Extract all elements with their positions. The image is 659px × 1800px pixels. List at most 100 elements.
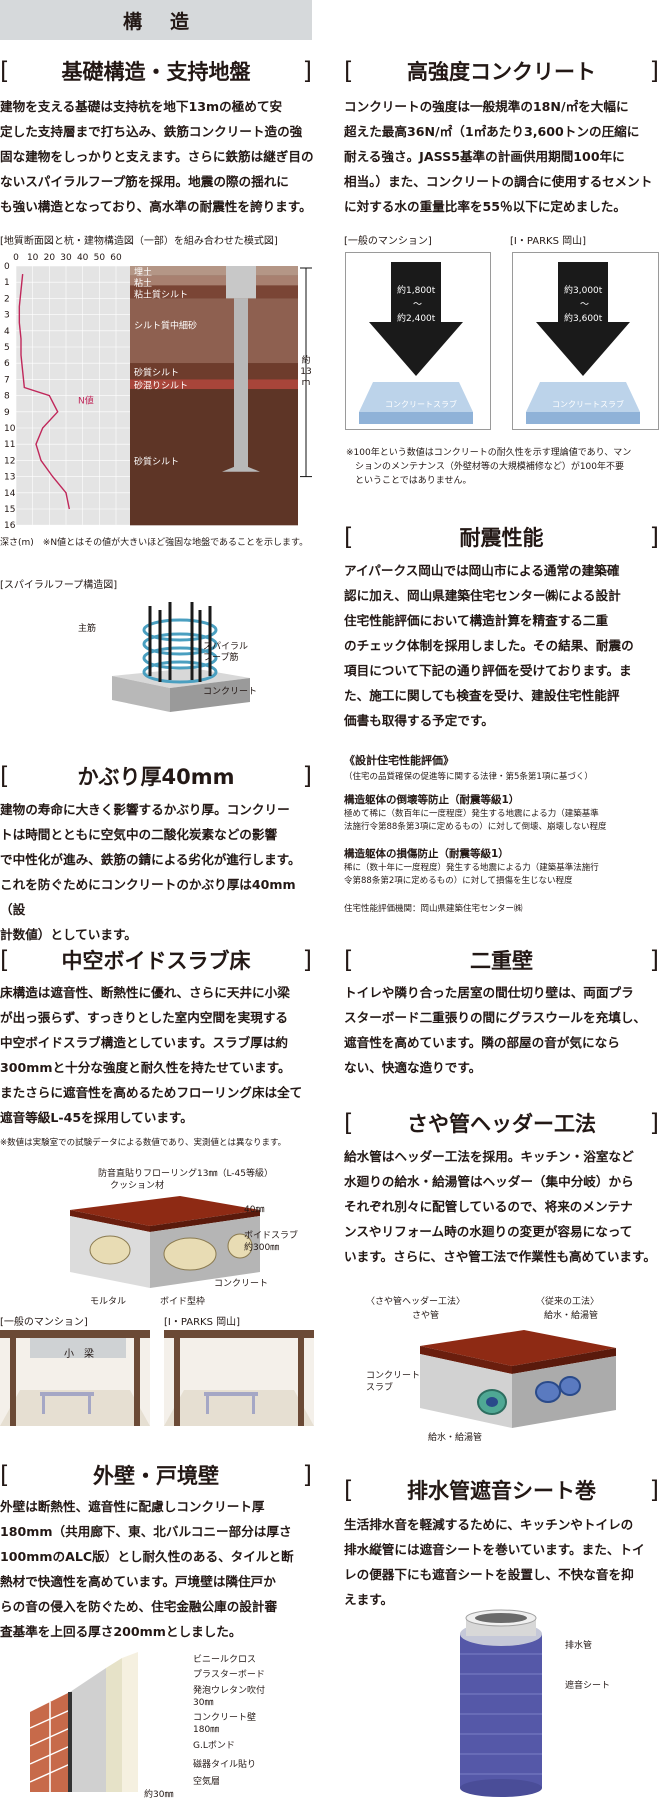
seismic-item2-title: 構造躯体の損傷防止（耐震等級1） xyxy=(344,848,509,860)
seismic-item1-title: 構造躯体の倒壊等防止（耐震等級1） xyxy=(344,794,520,806)
iparks-top: 約3,000t xyxy=(564,286,603,296)
wall-label-1: プラスターボード xyxy=(193,1670,265,1680)
seismic-title: [耐震性能] xyxy=(344,523,659,551)
void-slab-title: [中空ボイドスラブ床] xyxy=(0,946,312,974)
drain-label-pipe: 排水管 xyxy=(565,1641,593,1651)
depth-tick-5: 5 xyxy=(4,343,10,353)
iparks-mid: 〜 xyxy=(580,300,590,310)
x-tick-1: 10 xyxy=(27,253,39,263)
soil-layer-0 xyxy=(130,266,298,276)
wall-label-8: 空気層 xyxy=(193,1777,221,1787)
depth-tick-10: 10 xyxy=(4,424,16,434)
drain-pipe-illustration xyxy=(460,1609,542,1797)
pipe-label-saya: さや管 xyxy=(412,1311,440,1321)
cover-title: [かぶり厚40mm] xyxy=(0,762,312,790)
concrete-iparks-label: [I・PARKS 岡山] xyxy=(510,236,587,247)
iparks-area: 1㎡ xyxy=(577,374,592,384)
soil-layer-4 xyxy=(130,363,298,380)
spiral-label-main: 主筋 xyxy=(78,624,97,634)
iparks-slab: コンクリートスラブ xyxy=(552,400,624,409)
depth-tick-3: 3 xyxy=(4,311,10,321)
wall-label-2: 発泡ウレタン吹付 xyxy=(193,1686,266,1696)
depth-tick-8: 8 xyxy=(4,392,10,402)
seismic-agency: 住宅性能評価機関：岡山県建築住宅センター㈱ xyxy=(344,904,523,914)
pile-length-label-2: m xyxy=(302,378,311,388)
depth-tick-11: 11 xyxy=(4,440,15,450)
wall-label-3: 30㎜ xyxy=(193,1698,214,1708)
seismic-eval-title: 《設計住宅性能評価》 xyxy=(344,754,454,767)
concrete-general-label: [一般のマンション] xyxy=(344,236,432,247)
header-pipe-text: 給水管はヘッダー工法を採用。キッチン・浴室など 水廻りの給水・給湯管はヘッダー（… xyxy=(344,1149,656,1264)
pipe-label-method: 〈さや管ヘッダー工法〉 xyxy=(366,1297,466,1307)
concrete-iparks-panel xyxy=(512,252,659,430)
general-area: 1㎡ xyxy=(410,374,425,384)
room-general-illustration xyxy=(0,1330,150,1426)
void-label-void2: 約300㎜ xyxy=(244,1243,280,1253)
double-wall-text: トイレや隣り合った居室の間仕切り壁は、両面プラ スターボード二重張りの間にグラス… xyxy=(344,985,646,1075)
n-value-label: N値 xyxy=(78,395,94,407)
void-slab-text: 床構造は遮音性、断熱性に優れ、さらに天井に小梁 が出っ張らず、すっきりとした室内… xyxy=(0,985,303,1125)
spiral-label-spiral1: スパイラル xyxy=(203,642,249,652)
depth-tick-2: 2 xyxy=(4,294,10,304)
foundation-text: 建物を支える基礎は支持杭を地下13mの極めて安 定した支持層まで打ち込み、鉄筋コ… xyxy=(0,99,314,214)
pile-shaft xyxy=(222,298,260,472)
wall-label-7: 磁器タイル貼り xyxy=(193,1760,257,1770)
void-label-form: ボイド型枠 xyxy=(160,1297,206,1307)
x-tick-4: 40 xyxy=(77,253,89,263)
seismic-item2-text: 稀に（数十年に一度程度）発生する地震による力（建築基準法施行 令第88条第2項に… xyxy=(344,863,599,886)
x-tick-3: 30 xyxy=(60,253,72,263)
void-label-concrete: コンクリート xyxy=(214,1279,269,1289)
void-label-mortar: モルタル xyxy=(90,1297,127,1307)
depth-tick-4: 4 xyxy=(4,327,10,337)
pile-cap xyxy=(226,266,256,299)
depth-tick-13: 13 xyxy=(4,473,15,483)
section-tab: 構造 xyxy=(0,0,312,40)
compare-general-label: [一般のマンション] xyxy=(0,1317,88,1328)
concrete-title: [高強度コンクリート] xyxy=(344,57,659,85)
wall-label-9: 約30㎜ xyxy=(144,1790,174,1800)
x-tick-5: 50 xyxy=(94,253,106,263)
seismic-eval-sub: （住宅の品質確保の促進等に関する法律・第5条第1項に基づく） xyxy=(344,772,593,782)
spiral-label-concrete: コンクリート xyxy=(203,687,258,697)
void-label-cushion: クッション材 xyxy=(110,1181,165,1191)
soil-layer-3 xyxy=(130,298,298,364)
drain-title: [排水管遮音シート巻] xyxy=(344,1476,659,1504)
concrete-text: コンクリートの強度は一般規準の18N/㎡を大幅に 超えた最高36N/㎡（1㎡あた… xyxy=(344,99,653,214)
foundation-title: [基礎構造・支持地盤] xyxy=(0,57,312,85)
drain-text: 生活排水音を軽減するために、キッチンやトイレの 排水縦管には遮音シートを巻いてい… xyxy=(344,1517,645,1607)
layer-label-6: 砂質シルト xyxy=(134,455,179,467)
wall-label-6: G.Lボンド xyxy=(193,1741,235,1751)
layer-label-0: 埋土 xyxy=(134,266,152,278)
pipe-label-supply-top: 給水・給湯管 xyxy=(544,1311,599,1321)
wall-label-0: ビニールクロス xyxy=(193,1655,257,1665)
room-iparks-illustration xyxy=(164,1330,314,1426)
seismic-text: アイパークス岡山では岡山市による通常の建築確 認に加え、岡山県建築住宅センター㈱… xyxy=(344,563,634,728)
general-bottom: 約2,400t xyxy=(397,314,436,324)
layer-label-5: 砂混りシルト xyxy=(134,379,188,391)
layer-label-1: 粘土 xyxy=(134,277,152,289)
spiral-caption: [スパイラルフープ構造図] xyxy=(0,580,118,591)
header-pipe-title: [さや管ヘッダー工法] xyxy=(344,1109,659,1137)
layer-label-2: 粘土質シルト xyxy=(134,289,188,301)
x-tick-2: 20 xyxy=(44,253,56,263)
pipe-label-old: 〈従来の工法〉 xyxy=(536,1297,600,1307)
header-pipe-illustration xyxy=(420,1330,616,1428)
general-mid: 〜 xyxy=(413,300,423,310)
beam-label: 小 梁 xyxy=(64,1349,94,1360)
void-slab-illustration xyxy=(70,1196,260,1288)
spiral-label-spiral2: フープ筋 xyxy=(203,653,239,663)
depth-tick-14: 14 xyxy=(4,489,16,499)
wall-label-4: コンクリート壁 xyxy=(193,1713,257,1723)
void-label-40: 40㎜ xyxy=(244,1205,265,1215)
depth-tick-9: 9 xyxy=(4,408,10,418)
cover-text: 建物の寿命に大きく影響するかぶり厚。コンクリー トは時間とともに空気中の二酸化炭… xyxy=(0,802,301,942)
pile-length-label-0: 約 xyxy=(301,354,310,366)
exterior-wall-illustration xyxy=(29,1652,138,1792)
general-slab: コンクリートスラブ xyxy=(385,400,457,409)
iparks-bottom: 約3,600t xyxy=(564,314,603,324)
concrete-general-panel xyxy=(345,252,491,430)
depth-tick-1: 1 xyxy=(4,278,10,288)
geology-footnote: 深さ(m) ※N値とはその値が大きいほど強固な地盤であることを示します。 xyxy=(0,538,309,548)
pipe-label-concrete1: コンクリート xyxy=(366,1371,421,1381)
depth-tick-16: 16 xyxy=(4,521,16,531)
